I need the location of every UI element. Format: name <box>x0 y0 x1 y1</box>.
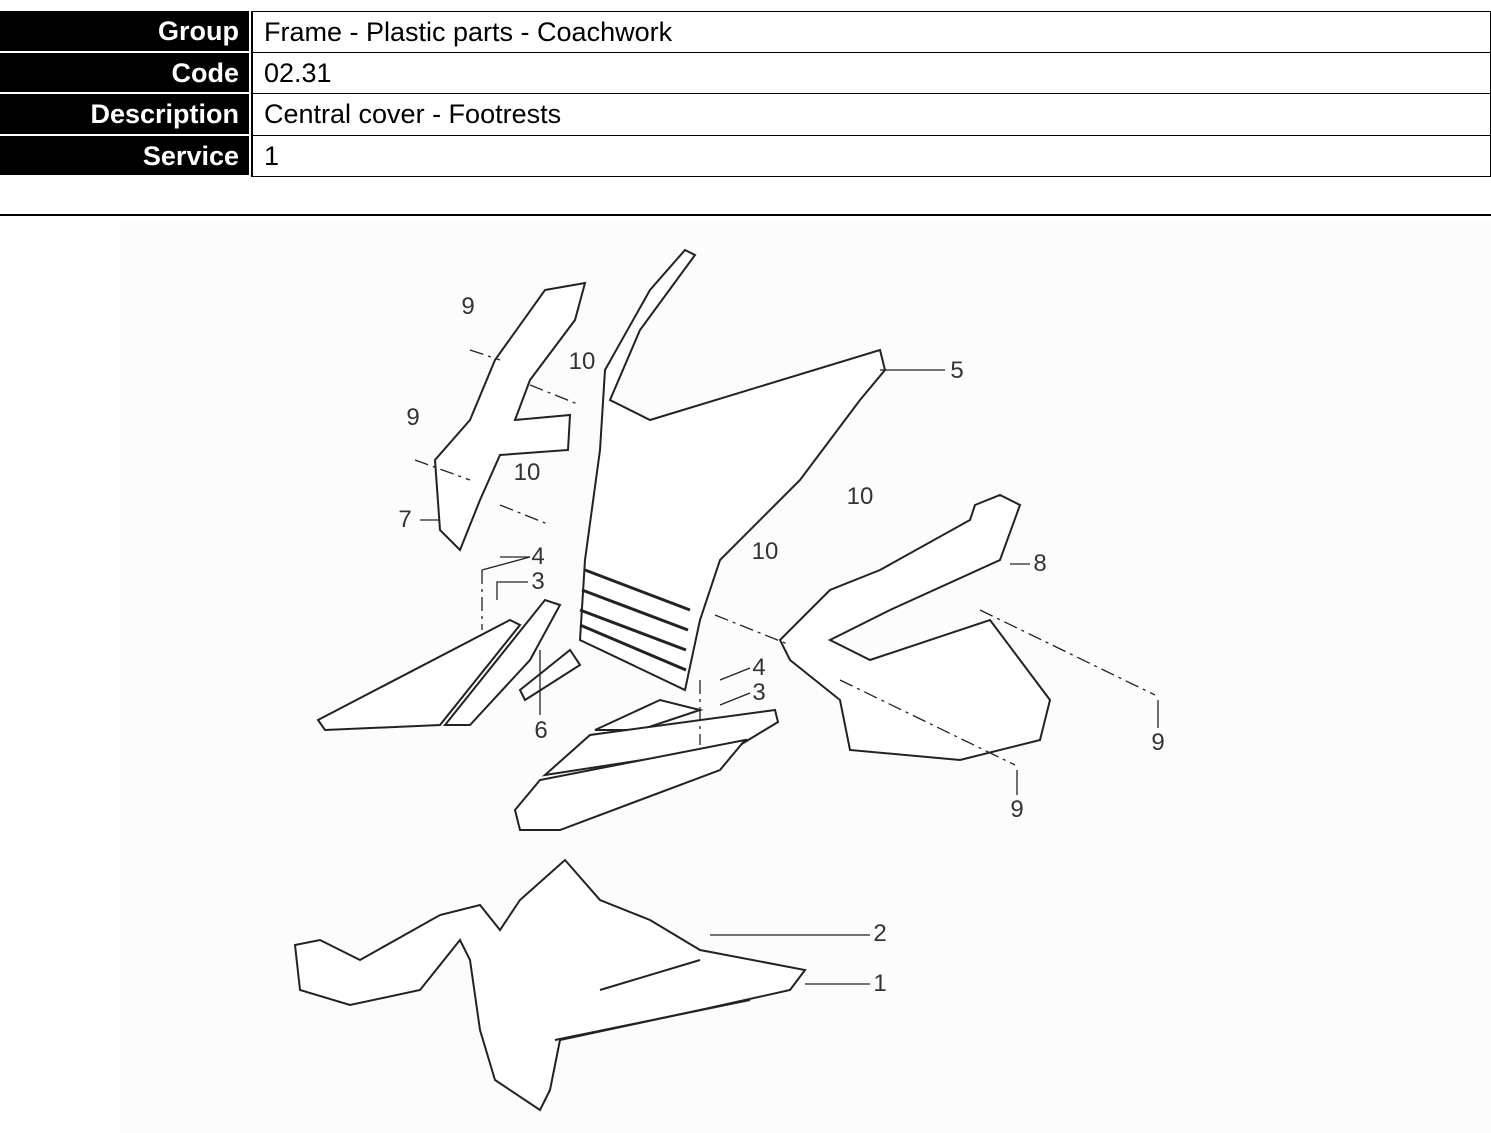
callout-2: 2 <box>873 920 887 947</box>
callout-4: 4 <box>531 543 545 570</box>
callout-10: 10 <box>751 538 779 565</box>
group-label: Group <box>0 11 249 53</box>
row-code: Code 02.31 <box>0 52 1491 94</box>
group-value: Frame - Plastic parts - Coachwork <box>251 11 1491 53</box>
callout-1: 1 <box>873 970 887 997</box>
exploded-parts-diagram: 9 10 5 9 10 7 10 4 3 10 8 6 4 3 9 9 2 1 <box>120 220 1491 1133</box>
part-7-side-panel <box>433 281 587 552</box>
service-label: Service <box>0 135 249 177</box>
row-group: Group Frame - Plastic parts - Coachwork <box>0 11 1491 53</box>
description-value: Central cover - Footrests <box>251 94 1491 136</box>
callout-10: 10 <box>846 483 874 510</box>
callout-9: 9 <box>461 293 475 320</box>
callout-3: 3 <box>531 568 545 595</box>
callout-6: 6 <box>534 717 548 744</box>
part-3-footrest-mat <box>316 618 522 732</box>
row-description: Description Central cover - Footrests <box>0 94 1491 136</box>
callout-5: 5 <box>950 357 964 384</box>
part-5-central-cover <box>578 248 887 692</box>
callout-8: 8 <box>1033 550 1047 577</box>
callout-4: 4 <box>752 654 766 681</box>
part-1-floor-panel <box>293 858 807 1112</box>
callout-10: 10 <box>568 348 596 375</box>
callout-9: 9 <box>1151 729 1165 756</box>
callout-9: 9 <box>406 404 420 431</box>
description-label: Description <box>0 94 249 136</box>
callout-3: 3 <box>752 679 766 706</box>
callout-7: 7 <box>398 506 412 533</box>
code-value: 02.31 <box>251 52 1491 94</box>
parts-drawing <box>293 248 1159 1112</box>
code-label: Code <box>0 52 249 94</box>
part-8-side-panel <box>778 493 1052 762</box>
part-info-table: Group Frame - Plastic parts - Coachwork … <box>0 11 1491 177</box>
service-value: 1 <box>251 135 1491 177</box>
row-service: Service 1 <box>0 135 1491 177</box>
callout-9: 9 <box>1010 796 1024 823</box>
divider <box>0 214 1491 216</box>
callout-10: 10 <box>513 459 541 486</box>
